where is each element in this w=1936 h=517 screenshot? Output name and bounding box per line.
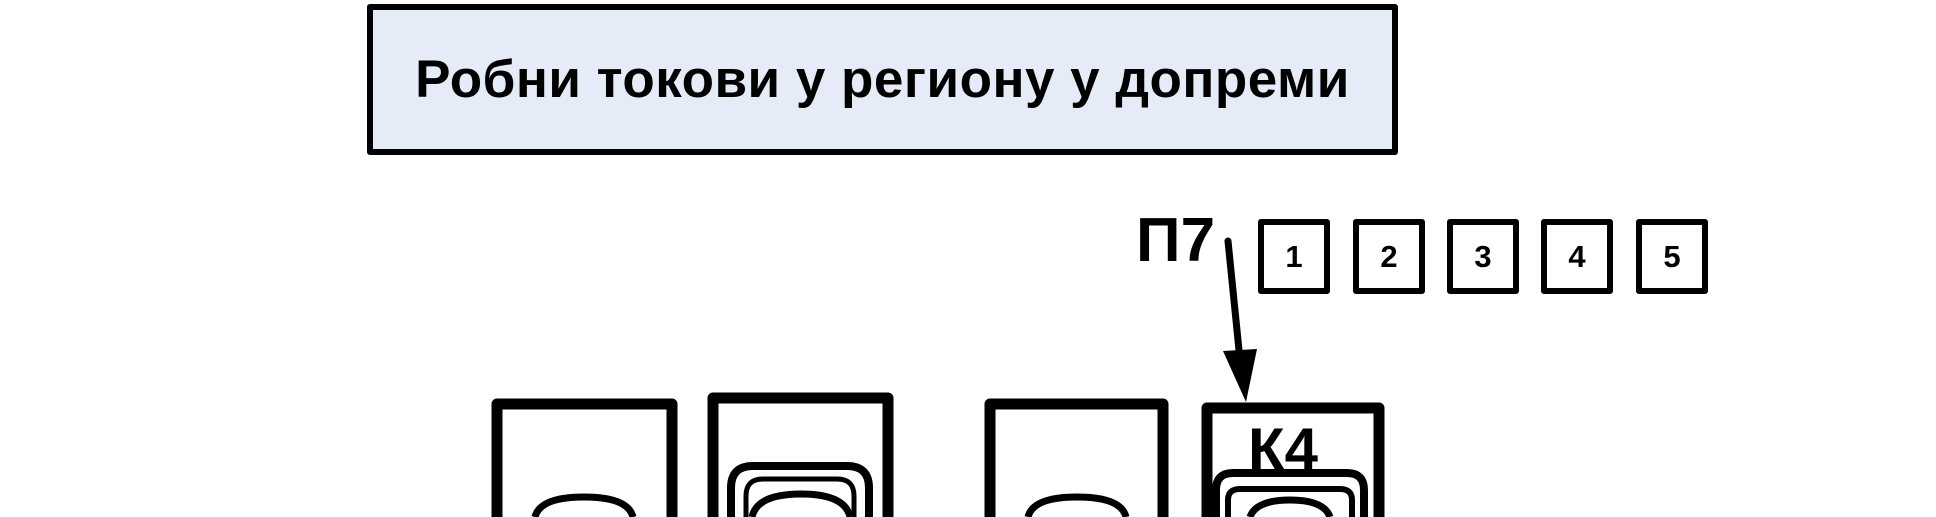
pointer-label: П7 — [1136, 206, 1216, 275]
pointer-arrow — [1223, 237, 1257, 402]
station-box — [1201, 402, 1385, 517]
title-box: Робни токови у региону у допреми — [367, 4, 1398, 155]
station-box — [707, 392, 894, 517]
slot-box: 5 — [1636, 219, 1708, 294]
slot-box: 2 — [1353, 219, 1425, 294]
slot-box: 1 — [1258, 219, 1330, 294]
diagram-title: Робни токови у региону у допреми — [415, 50, 1350, 109]
station-box — [491, 398, 678, 517]
box-label-k4: К4 — [1248, 416, 1318, 483]
slot-box: 3 — [1447, 219, 1519, 294]
slot-box: 4 — [1541, 219, 1613, 294]
station-box — [984, 398, 1169, 517]
